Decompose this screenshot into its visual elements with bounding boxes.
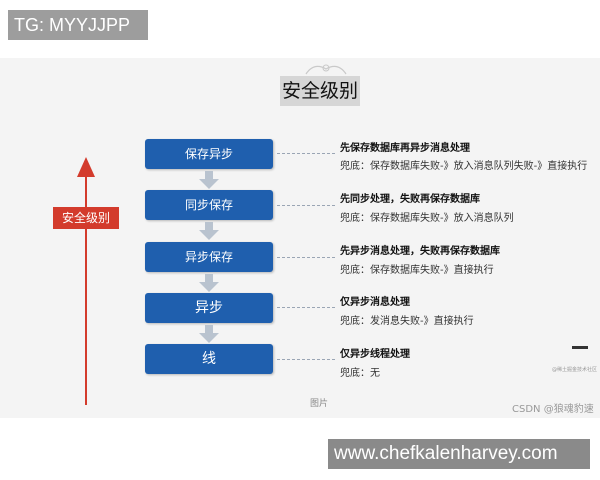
csdn-source-mark: CSDN @狼魂豹速 [512,404,594,415]
connector-line-3 [277,257,335,258]
level-5-title: 仅异步线程处理 [340,349,410,360]
level-2-fallback: 兜底：保存数据库失败-》放入消息队列 [340,213,514,224]
connector-line-4 [277,307,335,308]
connector-line-5 [277,359,335,360]
level-3-title: 先异步消息处理，失败再保存数据库 [340,246,500,257]
down-arrow-icon [199,222,219,240]
level-box-1: 保存异步 [145,139,273,169]
small-source-note: @稀土掘金技术社区 [552,367,598,373]
down-arrow-icon [199,274,219,292]
level-box-5: 线 [145,344,273,374]
dark-mark [572,346,588,349]
down-arrow-icon [199,325,219,343]
security-axis-line [85,175,87,405]
level-box-3: 异步保存 [145,242,273,272]
level-box-2: 同步保存 [145,190,273,220]
connector-line-1 [277,153,335,154]
level-1-title: 先保存数据库再异步消息处理 [340,143,470,154]
level-5-fallback: 兜底：无 [340,368,380,379]
level-box-4: 异步 [145,293,273,323]
diagram-title: 安全级别 [280,76,360,106]
image-caption: 图片 [310,399,329,409]
level-3-fallback: 兜底：保存数据库失败-》直接执行 [340,265,494,276]
diagram-slide [0,58,600,418]
up-arrow-icon [77,157,95,177]
bottom-url-watermark: www.chefkalenharvey.com [328,439,590,469]
level-2-title: 先同步处理，失败再保存数据库 [340,194,480,205]
level-4-fallback: 兜底：发消息失败-》直接执行 [340,316,474,327]
security-axis-label: 安全级别 [53,207,119,229]
floral-decoration-icon [305,64,347,75]
connector-line-2 [277,205,335,206]
top-watermark: TG: MYYJJPP [8,10,148,40]
level-4-title: 仅异步消息处理 [340,297,410,308]
down-arrow-icon [199,171,219,189]
level-1-fallback: 兜底：保存数据库失败-》放入消息队列失败-》直接执行 [340,161,588,172]
